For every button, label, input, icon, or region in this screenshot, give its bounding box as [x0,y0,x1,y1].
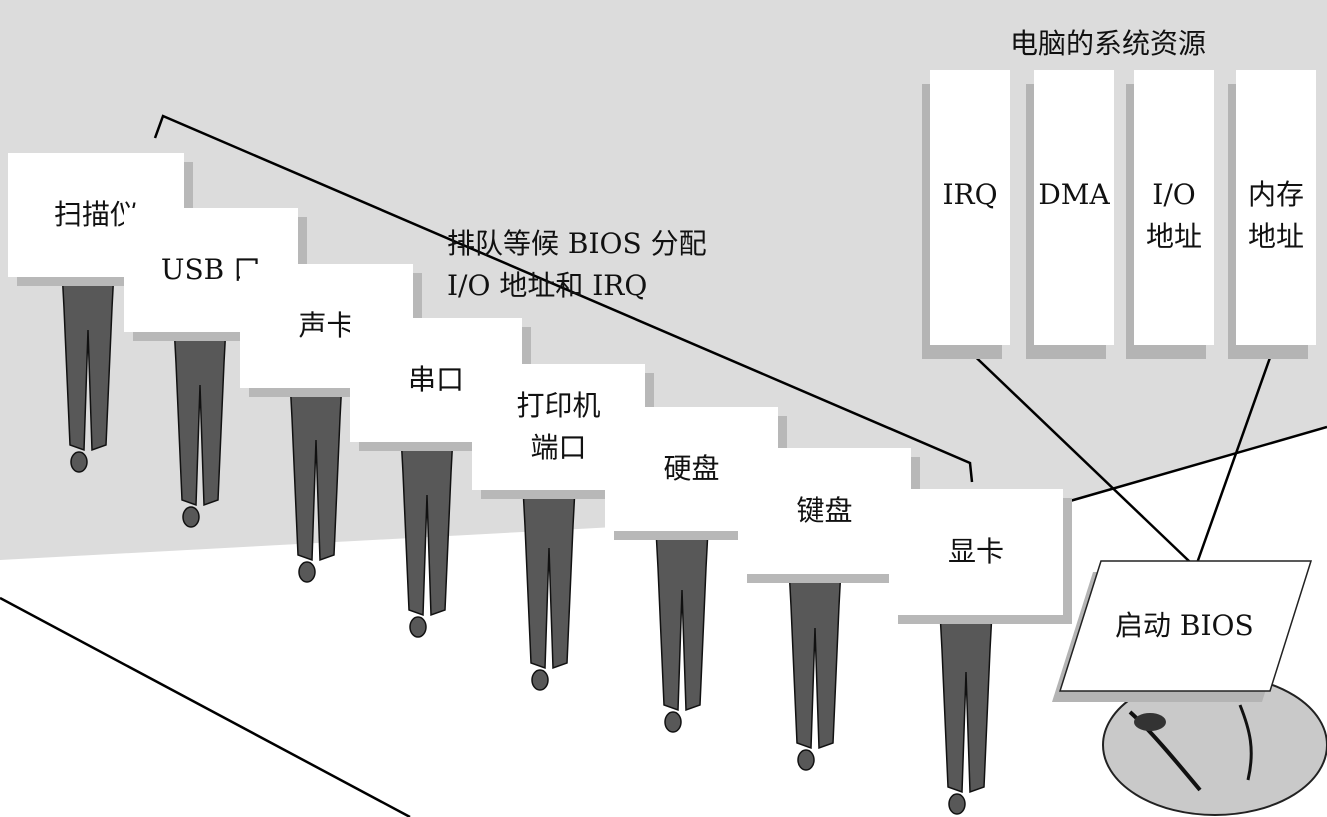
person-figure [289,379,343,583]
person-figure [939,611,993,815]
floor-edge-line [0,596,411,817]
person-figure [655,529,709,733]
irq-connector-line [961,343,1191,563]
floor-line [1062,425,1327,505]
person-figure [522,487,576,691]
resource-card-memory-address: 内存地址 [1236,70,1316,345]
person-figure [400,434,454,638]
device-card-video: 显卡 [889,489,1063,615]
memory-connector-line [1194,351,1274,567]
person-figure [61,269,115,473]
queue-bracket [153,114,974,483]
person-figure [788,567,842,771]
figures-group [61,269,993,815]
device-card-keyboard: 键盘 [738,448,911,574]
queue-label-line1: 排队等候 BIOS 分配 [447,227,707,260]
bios-figure-head [1102,674,1327,816]
bios-label: 启动 BIOS [1115,609,1254,642]
bios-card [1058,560,1313,692]
diagram-title: 电脑的系统资源 [1010,27,1207,60]
queue-label-line2: I/O 地址和 IRQ [447,269,648,302]
resource-card-irq: IRQ [930,70,1010,345]
person-figure [173,324,227,528]
resource-card-dma: DMA [1034,70,1114,345]
